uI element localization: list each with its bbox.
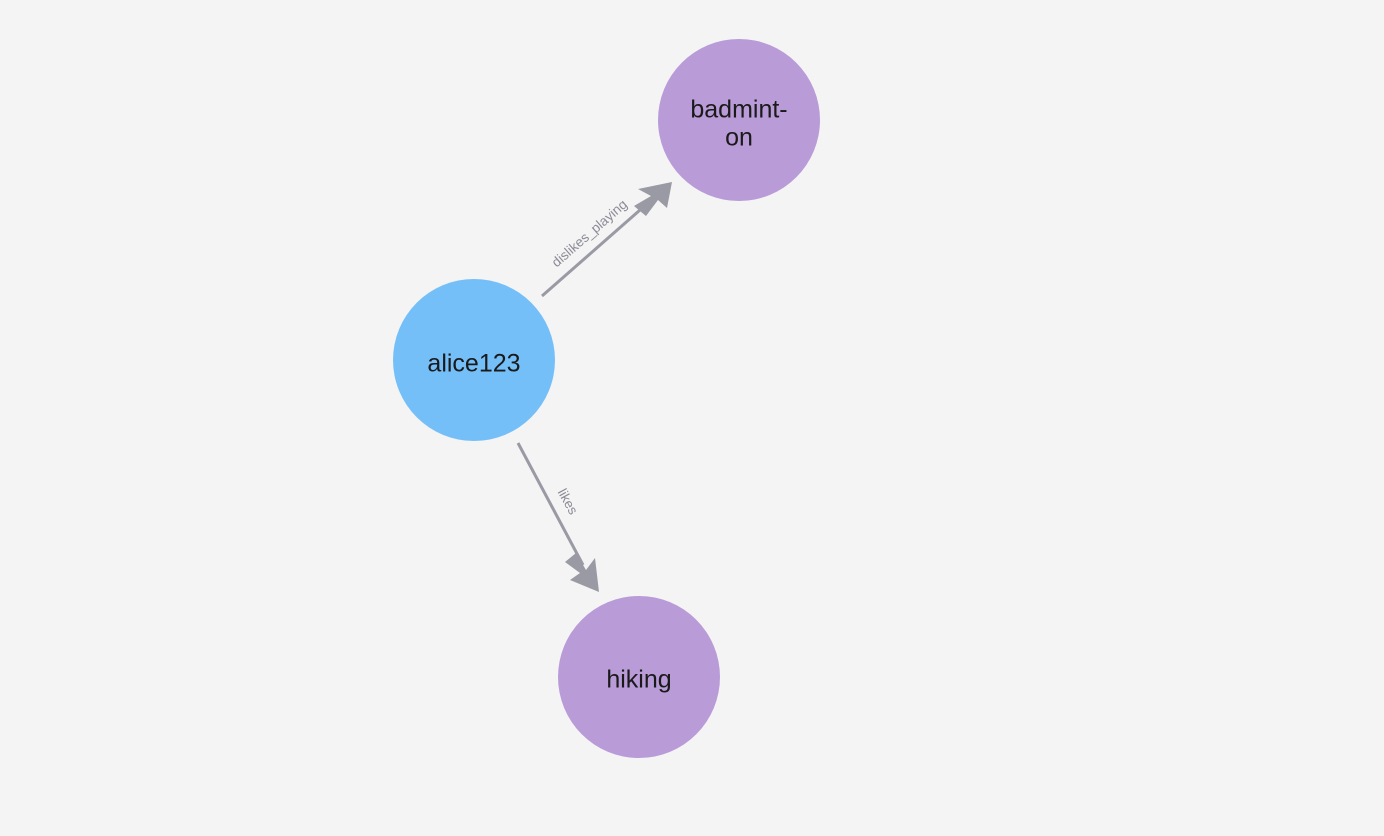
- arrowhead-icon-likes: [565, 553, 599, 592]
- graph-node-badminton[interactable]: badmint- on: [658, 39, 820, 201]
- graph-node-alice123[interactable]: alice123: [393, 279, 555, 441]
- node-circle-alice123[interactable]: [393, 279, 555, 441]
- arrowhead-icon-dislikes-playing: [634, 182, 672, 216]
- node-circle-badminton[interactable]: [658, 39, 820, 201]
- node-circle-hiking[interactable]: [558, 596, 720, 758]
- edge-line-dislikes-playing[interactable]: [541, 194, 657, 298]
- edge-line-likes[interactable]: [516, 442, 585, 566]
- graph-node-hiking[interactable]: hiking: [558, 596, 720, 758]
